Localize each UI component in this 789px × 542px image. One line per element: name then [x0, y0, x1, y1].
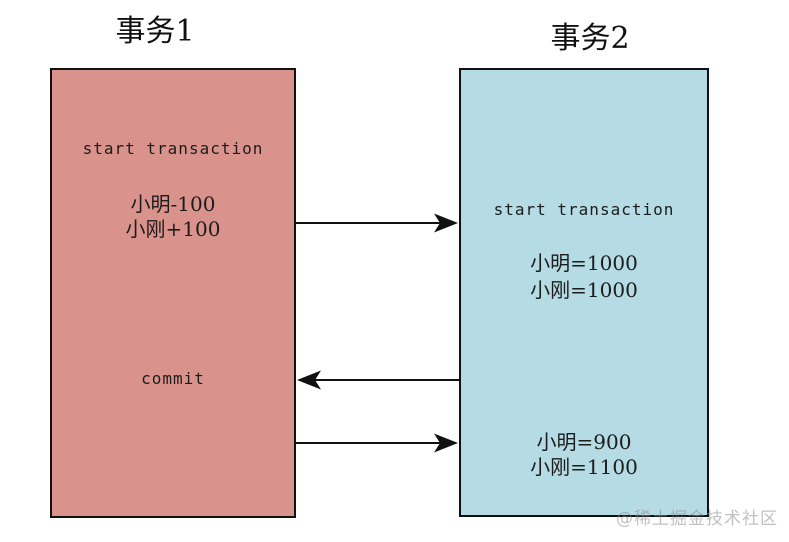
t2-read-xiaoming-900: 小明=900	[536, 430, 632, 454]
transaction1-box: start transaction 小明-100 小刚+100 commit	[50, 68, 296, 518]
t1-operation-xiaogang-plus-100: 小刚+100	[125, 217, 221, 241]
t2-read-xiaoming-1000: 小明=1000	[530, 251, 638, 275]
t1-start-transaction-label: start transaction	[82, 139, 264, 158]
arrow-t1-to-t2-after-commit	[296, 433, 458, 453]
transaction2-box: start transaction 小明=1000 小刚=1000 小明=900…	[459, 68, 709, 517]
t2-read-xiaogang-1000: 小刚=1000	[530, 278, 638, 302]
t2-read-xiaogang-1100: 小刚=1100	[530, 455, 638, 479]
transaction1-title: 事务1	[115, 14, 195, 49]
t1-operation-xiaoming-minus-100: 小明-100	[130, 192, 216, 216]
arrow-t1-to-t2-first	[296, 213, 458, 233]
arrow-t2-to-t1-commit	[297, 370, 459, 390]
t2-start-transaction-label: start transaction	[493, 200, 675, 219]
transaction2-title: 事务2	[550, 21, 630, 56]
watermark-text: @稀土掘金技术社区	[616, 509, 778, 529]
t1-commit-label: commit	[141, 369, 205, 388]
